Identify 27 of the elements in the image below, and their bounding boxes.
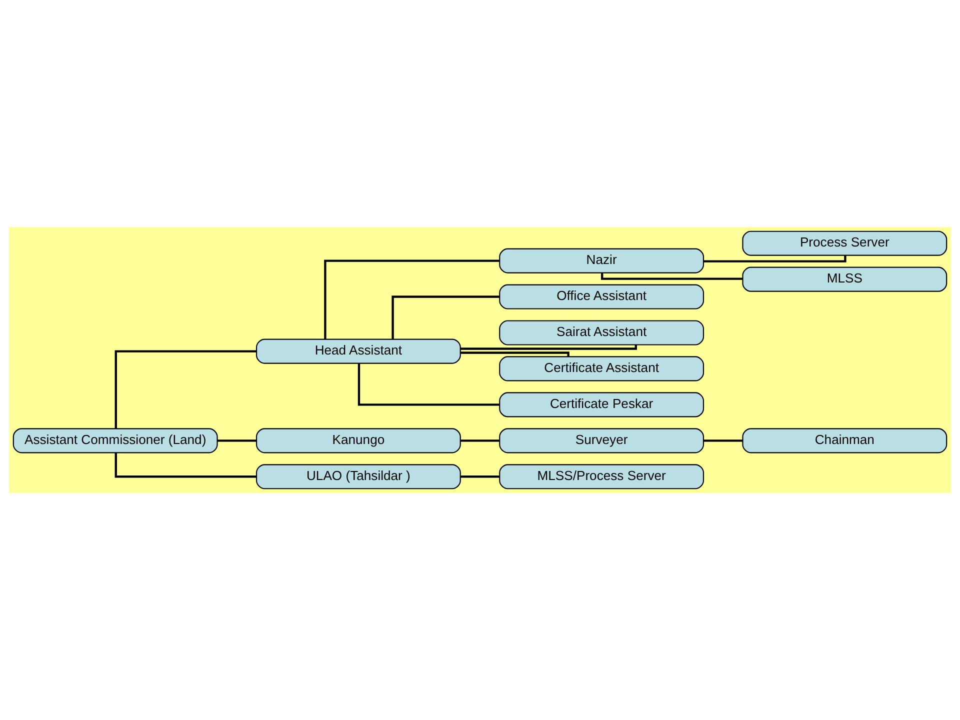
node-box: Head Assistant — [256, 338, 461, 364]
connector — [704, 440, 742, 442]
node-box: Chainman — [742, 428, 948, 454]
node-box: Certificate Assistant — [499, 356, 704, 382]
connector — [460, 345, 637, 350]
node-box: Kanungo — [256, 428, 461, 454]
node-box: Assistant Commissioner (Land) — [12, 428, 218, 454]
node-box: Process Server — [742, 230, 948, 256]
node-box: Office Assistant — [499, 284, 704, 310]
node-box: Certificate Peskar — [499, 392, 704, 418]
connector — [460, 440, 500, 442]
node-box: Surveyer — [499, 428, 704, 454]
connector — [460, 476, 500, 478]
connector — [704, 256, 846, 262]
connector — [358, 364, 500, 406]
connector — [601, 273, 742, 280]
connector — [217, 440, 256, 442]
node-box: MLSS — [742, 266, 948, 292]
node-box: Sairat Assistant — [499, 320, 704, 346]
node-box: Nazir — [499, 248, 704, 274]
connector — [460, 352, 570, 356]
node-box: MLSS/Process Server — [499, 464, 704, 490]
node-box: ULAO (Tahsildar ) — [256, 464, 461, 490]
connector — [324, 260, 500, 340]
connector — [392, 296, 500, 340]
connector — [114, 452, 256, 478]
connector — [114, 350, 256, 429]
